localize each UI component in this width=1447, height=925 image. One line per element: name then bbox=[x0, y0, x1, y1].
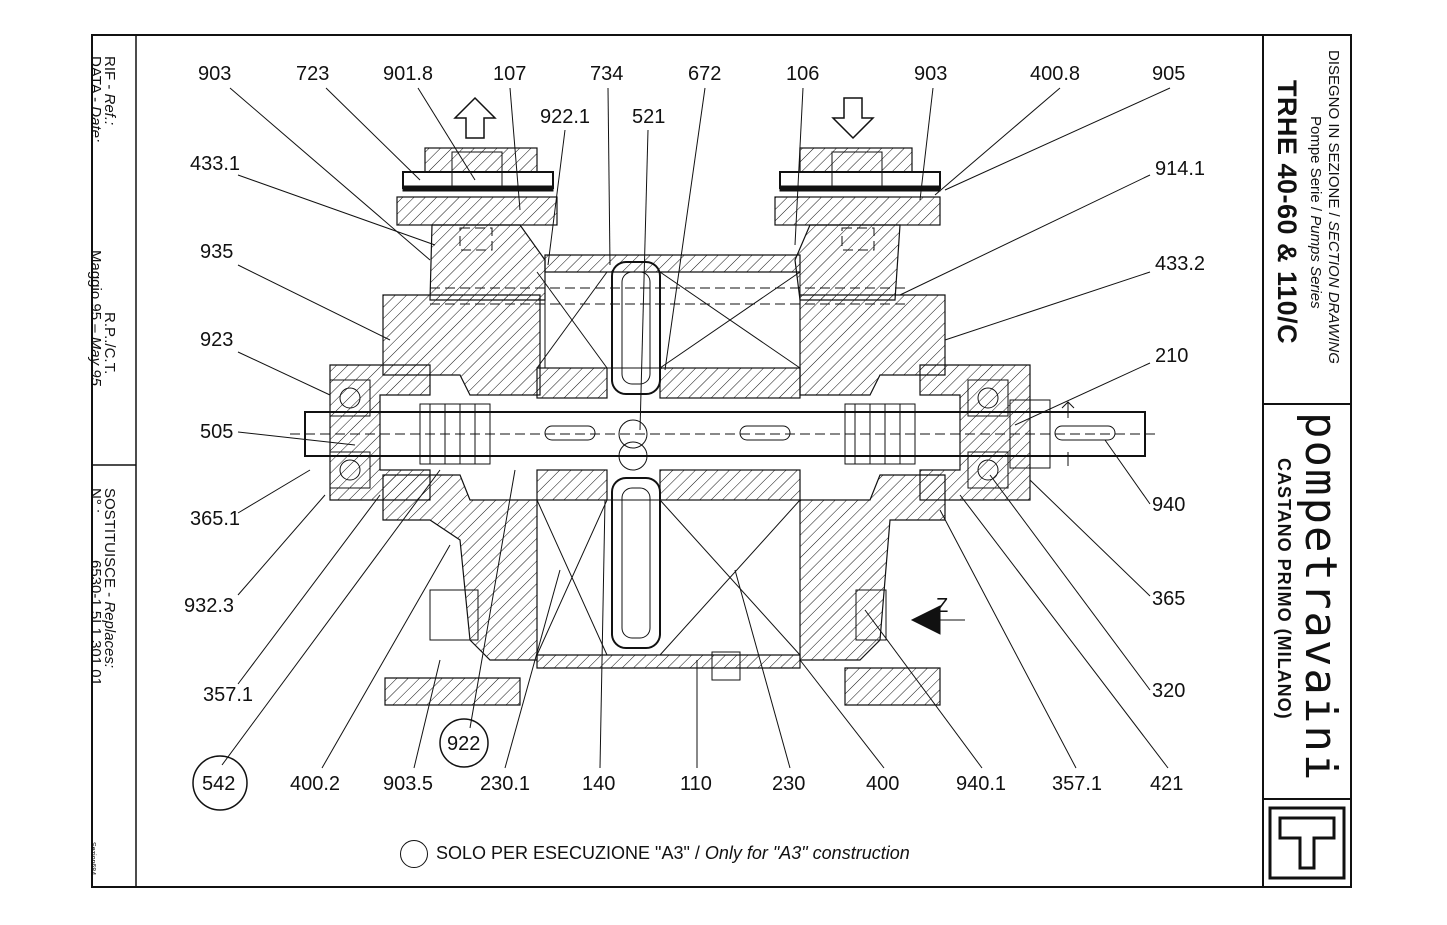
label-940: 940 bbox=[1152, 494, 1185, 516]
label-357-1-right: 357.1 bbox=[1052, 773, 1102, 795]
pump-series: Pompe Serie / Pumps Series bbox=[1307, 116, 1324, 309]
model-title: TRHE 40-60 & 110/C bbox=[1272, 80, 1302, 345]
label-107: 107 bbox=[493, 63, 526, 85]
label-723: 723 bbox=[296, 63, 329, 85]
label-140: 140 bbox=[582, 773, 615, 795]
label-433-2: 433.2 bbox=[1155, 253, 1205, 275]
label-433-1: 433.1 bbox=[190, 153, 240, 175]
date-line: DATA - Date: bbox=[87, 56, 104, 142]
date-label-en: Date: bbox=[87, 106, 104, 143]
callout-labels: 903 723 901.8 107 734 672 106 903 400.8 … bbox=[184, 63, 1205, 795]
pump-series-it: Pompe Serie / bbox=[1307, 116, 1324, 216]
circle-922 bbox=[439, 718, 489, 768]
label-365: 365 bbox=[1152, 588, 1185, 610]
label-903-5: 903.5 bbox=[383, 773, 433, 795]
label-230-1: 230.1 bbox=[480, 773, 530, 795]
label-922-1: 922.1 bbox=[540, 106, 590, 128]
bearing-right bbox=[967, 379, 1009, 489]
number-value: 6530-1.5L1.301.01 bbox=[87, 560, 104, 686]
label-365-1: 365.1 bbox=[190, 508, 240, 530]
number-label: N°.: bbox=[87, 488, 104, 514]
drawing-type-en: SECTION DRAWING bbox=[1325, 220, 1342, 364]
label-672: 672 bbox=[688, 63, 721, 85]
label-400-8: 400.8 bbox=[1030, 63, 1080, 85]
label-521: 521 bbox=[632, 106, 665, 128]
label-505: 505 bbox=[200, 421, 233, 443]
outlet-arrow-icon bbox=[453, 96, 497, 139]
label-320: 320 bbox=[1152, 680, 1185, 702]
label-421: 421 bbox=[1150, 773, 1183, 795]
label-230: 230 bbox=[772, 773, 805, 795]
footnote-text-en: Only for "A3" construction bbox=[704, 842, 910, 863]
date-value-en: May 95 bbox=[87, 336, 104, 386]
bearing-left bbox=[329, 379, 371, 489]
date-value-it: Maggio 95 – bbox=[87, 250, 104, 337]
label-932-3: 932.3 bbox=[184, 595, 234, 617]
leader-lines bbox=[221, 87, 1171, 769]
label-903-top-right: 903 bbox=[914, 63, 947, 85]
label-z-view: Z bbox=[936, 595, 948, 617]
label-923: 923 bbox=[200, 329, 233, 351]
a3-circle-icon bbox=[400, 840, 428, 868]
seal-left bbox=[419, 403, 491, 465]
label-940-1: 940.1 bbox=[956, 773, 1006, 795]
label-542: 542 bbox=[202, 773, 235, 795]
label-734: 734 bbox=[590, 63, 623, 85]
date-label: DATA - bbox=[87, 56, 104, 107]
circle-542 bbox=[192, 755, 248, 811]
pump-series-en: Pumps Series bbox=[1307, 215, 1324, 309]
label-914-1: 914.1 bbox=[1155, 158, 1205, 180]
outer-frame bbox=[91, 34, 1352, 888]
label-400-2: 400.2 bbox=[290, 773, 340, 795]
label-357-1-left: 357.1 bbox=[203, 684, 253, 706]
sheet-code: Sezion684 bbox=[89, 842, 96, 876]
label-935: 935 bbox=[200, 241, 233, 263]
label-922: 922 bbox=[447, 733, 480, 755]
label-400: 400 bbox=[866, 773, 899, 795]
pump-section bbox=[290, 96, 1160, 706]
company-city: CASTANO PRIMO (MILANO) bbox=[1274, 458, 1294, 720]
inlet-arrow-icon bbox=[831, 97, 875, 140]
label-905: 905 bbox=[1152, 63, 1185, 85]
label-110: 110 bbox=[680, 773, 712, 795]
label-210: 210 bbox=[1155, 345, 1188, 367]
seal-right bbox=[844, 403, 916, 465]
date-value: Maggio 95 – May 95 bbox=[87, 250, 104, 386]
brand-name: pompetravaini bbox=[1295, 412, 1346, 783]
label-901-8: 901.8 bbox=[383, 63, 433, 85]
drawing-type: DISEGNO IN SEZIONE / SECTION DRAWING bbox=[1325, 50, 1342, 364]
label-106: 106 bbox=[786, 63, 819, 85]
travaini-logo-icon bbox=[1268, 806, 1346, 880]
label-903-top-left: 903 bbox=[198, 63, 231, 85]
footnote-text-it: SOLO PER ESECUZIONE "A3" / bbox=[436, 842, 705, 863]
footnote: SOLO PER ESECUZIONE "A3" / Only for "A3"… bbox=[400, 840, 910, 868]
drawing-type-it: DISEGNO IN SEZIONE / bbox=[1325, 50, 1342, 221]
